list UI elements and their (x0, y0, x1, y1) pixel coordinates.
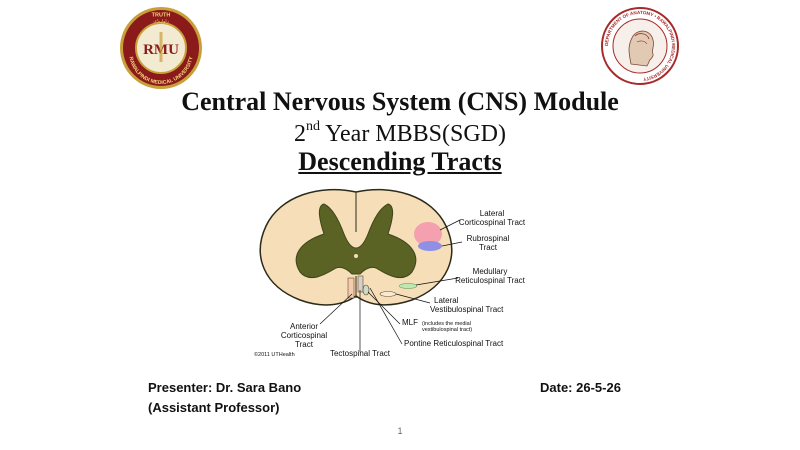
logo-arabic-text: راولپنڈی (153, 20, 169, 25)
label-lateral-cs-2: Corticospinal Tract (459, 218, 526, 227)
module-title: Central Nervous System (CNS) Module (181, 87, 619, 116)
label-anterior-cs-3: Tract (295, 340, 314, 349)
label-pontine: Pontine Reticulospinal Tract (404, 339, 504, 348)
label-mlf-2: vestibulospinal tract) (422, 327, 472, 333)
label-anterior-cs-1: Anterior (290, 322, 318, 331)
spinal-cord-diagram: Lateral Corticospinal Tract Rubrospinal … (254, 188, 526, 358)
year-suffix: nd (305, 119, 320, 134)
label-lateral-vs-1: Lateral (434, 296, 459, 305)
title-block: Central Nervous System (CNS) Module 2nd … (0, 88, 800, 177)
presentation-date: Date: 26-5-26 (540, 380, 621, 395)
label-lateral-vs-2: Vestibulospinal Tract (430, 305, 504, 314)
label-tectospinal: Tectospinal Tract (330, 349, 391, 358)
label-mlf-1: MLF (402, 318, 418, 327)
topic-title: Descending Tracts (298, 147, 502, 176)
gray-matter (295, 203, 417, 279)
logo-top-text: TRUTH (152, 13, 171, 19)
diagram-copyright: ©2011 UTHealth (254, 351, 295, 358)
year-number: 2 (293, 121, 306, 147)
head-profile-icon (628, 30, 654, 67)
presenter-block: Presenter: Dr. Sara Bano (Assistant Prof… (148, 378, 301, 418)
year-rest: Year MBBS(SGD) (319, 121, 507, 147)
presenter-name: Presenter: Dr. Sara Bano (148, 380, 302, 395)
tectospinal-tract (357, 275, 364, 293)
mlf-tract (362, 284, 370, 296)
label-medullary-2: Reticulospinal Tract (455, 276, 526, 285)
label-mlf-1b: (includes the medial (422, 321, 471, 327)
year-subtitle: 2nd Year MBBS(SGD) (0, 116, 800, 147)
lateral-corticospinal-tract (414, 222, 442, 246)
label-medullary-1: Medullary (473, 267, 508, 276)
lateral-vestibulospinal-tract (379, 291, 397, 297)
anterior-corticospinal-tract (347, 277, 355, 299)
label-anterior-cs-2: Corticospinal (281, 331, 327, 340)
label-rubrospinal-1: Rubrospinal (467, 234, 510, 243)
rubrospinal-tract (418, 241, 442, 251)
page-number: 1 (397, 426, 403, 436)
anatomy-department-logo: DEPARTMENT OF ANATOMY • RAWALPINDI MEDIC… (601, 7, 679, 85)
label-lateral-cs-1: Lateral (480, 209, 505, 218)
rmu-logo: TRUTH راولپنڈی RMU RAWALPINDI MEDICAL UN… (120, 7, 202, 89)
medullary-reticulospinal-tract (398, 283, 418, 289)
presenter-role: (Assistant Professor) (148, 400, 280, 415)
label-rubrospinal-2: Tract (479, 243, 498, 252)
